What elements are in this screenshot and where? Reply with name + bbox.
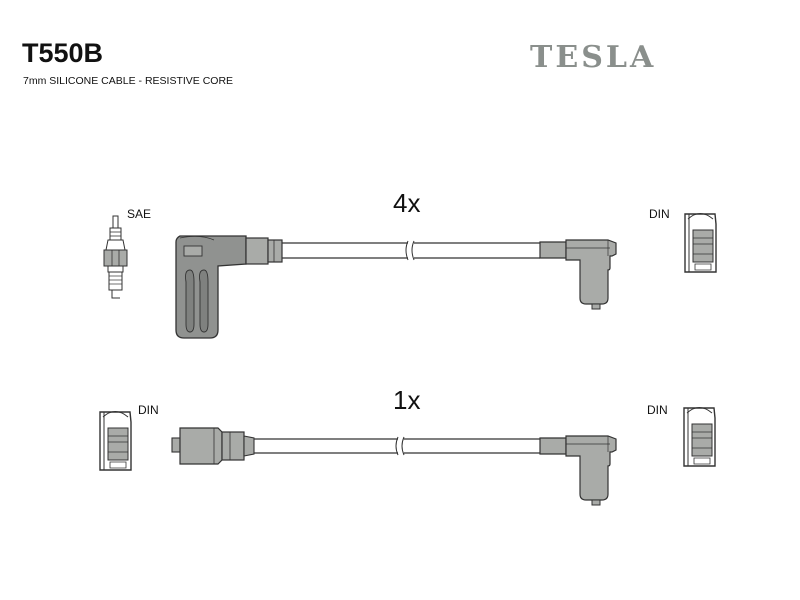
din-label-bottom-left: DIN bbox=[138, 403, 159, 417]
cable-top bbox=[282, 240, 540, 261]
din-terminal-icon-top-right bbox=[684, 212, 717, 273]
quantity-4x-label: 4x bbox=[393, 188, 421, 218]
cable-bottom bbox=[254, 436, 540, 456]
straight-boot-left-bottom bbox=[171, 427, 255, 465]
din-terminal-icon-bottom-left bbox=[99, 410, 132, 471]
part-number: T550B bbox=[22, 38, 104, 68]
brand-logo: TESLA bbox=[530, 40, 657, 75]
quantity-1x-label: 1x bbox=[393, 385, 421, 415]
din-label-bottom-right: DIN bbox=[647, 403, 668, 417]
cable-description: 7mm SILICONE CABLE - RESISTIVE CORE bbox=[23, 75, 234, 87]
plug-boot-left-top bbox=[175, 235, 283, 339]
sae-label: SAE bbox=[127, 207, 152, 221]
din-terminal-icon-bottom-right bbox=[683, 406, 716, 467]
distributor-boot-right-top bbox=[539, 239, 617, 310]
spark-plug-icon bbox=[103, 215, 128, 299]
distributor-boot-right-bottom bbox=[539, 435, 617, 506]
din-label-top-right: DIN bbox=[649, 207, 670, 221]
